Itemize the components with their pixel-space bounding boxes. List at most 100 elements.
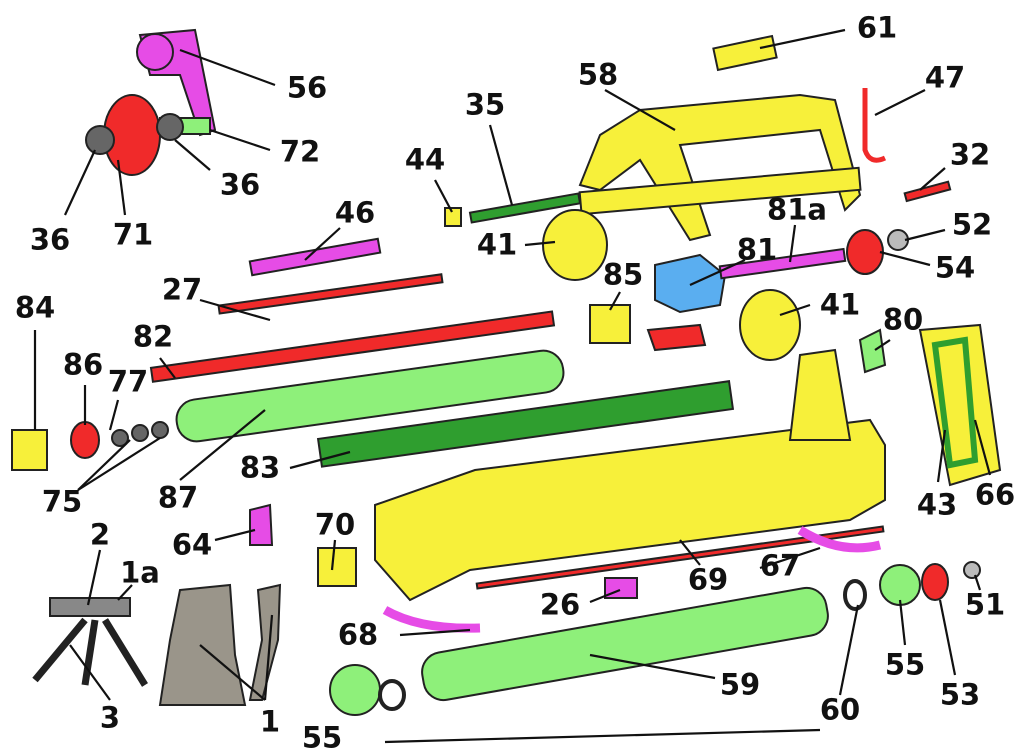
- part-83: [316, 380, 735, 468]
- label-59: 59: [719, 667, 761, 702]
- leader-line: [117, 584, 133, 601]
- leader-line: [938, 599, 957, 676]
- leader-line: [77, 437, 161, 491]
- label-1: 1: [259, 704, 281, 739]
- leader-line: [589, 653, 716, 680]
- leader-line: [116, 159, 127, 216]
- part-81a: [718, 247, 847, 280]
- leader-line: [779, 303, 811, 317]
- part-51: [963, 561, 981, 579]
- part-68: [382, 606, 481, 633]
- leader-line: [434, 179, 453, 213]
- label-52: 52: [951, 207, 993, 242]
- label-81a: 81a: [767, 192, 827, 227]
- part-82: [149, 310, 556, 383]
- part-46: [248, 237, 382, 277]
- part-59: [421, 586, 829, 702]
- label-53: 53: [939, 677, 981, 712]
- leader-line: [838, 604, 860, 696]
- part-77: [111, 429, 129, 447]
- label-47: 47: [924, 60, 966, 95]
- part-80: [858, 328, 887, 374]
- leader-line: [874, 339, 891, 351]
- leader-line: [174, 139, 211, 171]
- label-46: 46: [334, 195, 376, 230]
- part-81: [654, 253, 727, 314]
- leader-line: [77, 439, 131, 491]
- label-69: 69: [687, 562, 729, 597]
- label-61: 61: [856, 10, 898, 45]
- label-71: 71: [112, 217, 154, 252]
- label-77: 77: [107, 364, 149, 399]
- leader-line: [609, 291, 621, 311]
- leader-line: [179, 48, 276, 87]
- label-58: 58: [577, 57, 619, 92]
- leader-line: [263, 614, 274, 701]
- part-75-b: [151, 421, 169, 439]
- label-86: 86: [62, 347, 104, 382]
- part-84: [11, 429, 48, 471]
- part-36-left: [85, 125, 115, 155]
- label-43: 43: [916, 487, 958, 522]
- part-35: [468, 192, 582, 224]
- leader-line: [904, 228, 946, 242]
- leader-line: [399, 628, 471, 637]
- part-58: [578, 93, 862, 242]
- housing-side-plate: [788, 348, 852, 441]
- leader-line: [488, 124, 514, 206]
- label-56: 56: [286, 70, 328, 105]
- leader-line: [604, 89, 676, 131]
- leader-line: [973, 574, 982, 591]
- part-36-right: [156, 113, 184, 141]
- label-83: 83: [239, 450, 281, 485]
- label-68: 68: [337, 617, 379, 652]
- leader-line: [86, 549, 102, 606]
- label-75: 75: [41, 484, 83, 519]
- leader-line: [524, 240, 556, 247]
- leader-line: [199, 298, 271, 322]
- label-81: 81: [736, 232, 778, 267]
- label-35: 35: [464, 87, 506, 122]
- part-41-upper: [542, 209, 608, 281]
- leader-line: [304, 227, 341, 261]
- label-51: 51: [964, 587, 1006, 622]
- leader-line: [788, 224, 797, 263]
- leader-line: [384, 728, 821, 744]
- label-80: 80: [882, 302, 924, 337]
- label-2: 2: [89, 517, 111, 552]
- part-53: [921, 563, 949, 601]
- label-36: 36: [219, 167, 261, 202]
- leader-line: [179, 409, 266, 481]
- label-55: 55: [884, 647, 926, 682]
- part-3: [32, 617, 148, 687]
- leader-line: [874, 89, 926, 116]
- leader-line: [689, 258, 746, 287]
- label-87: 87: [157, 480, 199, 515]
- part-60-right: [843, 579, 867, 611]
- part-86: [70, 421, 100, 459]
- label-32: 32: [949, 137, 991, 172]
- part-75-a: [131, 424, 149, 442]
- label-54: 54: [934, 250, 976, 285]
- part-85: [589, 304, 631, 344]
- part-55-right: [879, 564, 921, 606]
- label-64: 64: [171, 527, 213, 562]
- label-66: 66: [974, 477, 1016, 512]
- label-26: 26: [539, 587, 581, 622]
- leader-line: [289, 450, 351, 470]
- leader-line: [898, 599, 907, 646]
- label-67: 67: [759, 548, 801, 583]
- label-55: 55: [301, 720, 343, 755]
- leader-line: [108, 399, 120, 431]
- label-84: 84: [14, 290, 56, 325]
- leader-line: [679, 539, 701, 566]
- label-1a: 1a: [120, 555, 160, 590]
- part-61: [712, 34, 778, 72]
- part-27: [217, 273, 444, 315]
- part-32: [903, 180, 952, 203]
- part-54: [846, 229, 884, 275]
- label-82: 82: [132, 319, 174, 354]
- leader-line: [919, 167, 946, 191]
- leader-line: [64, 149, 96, 216]
